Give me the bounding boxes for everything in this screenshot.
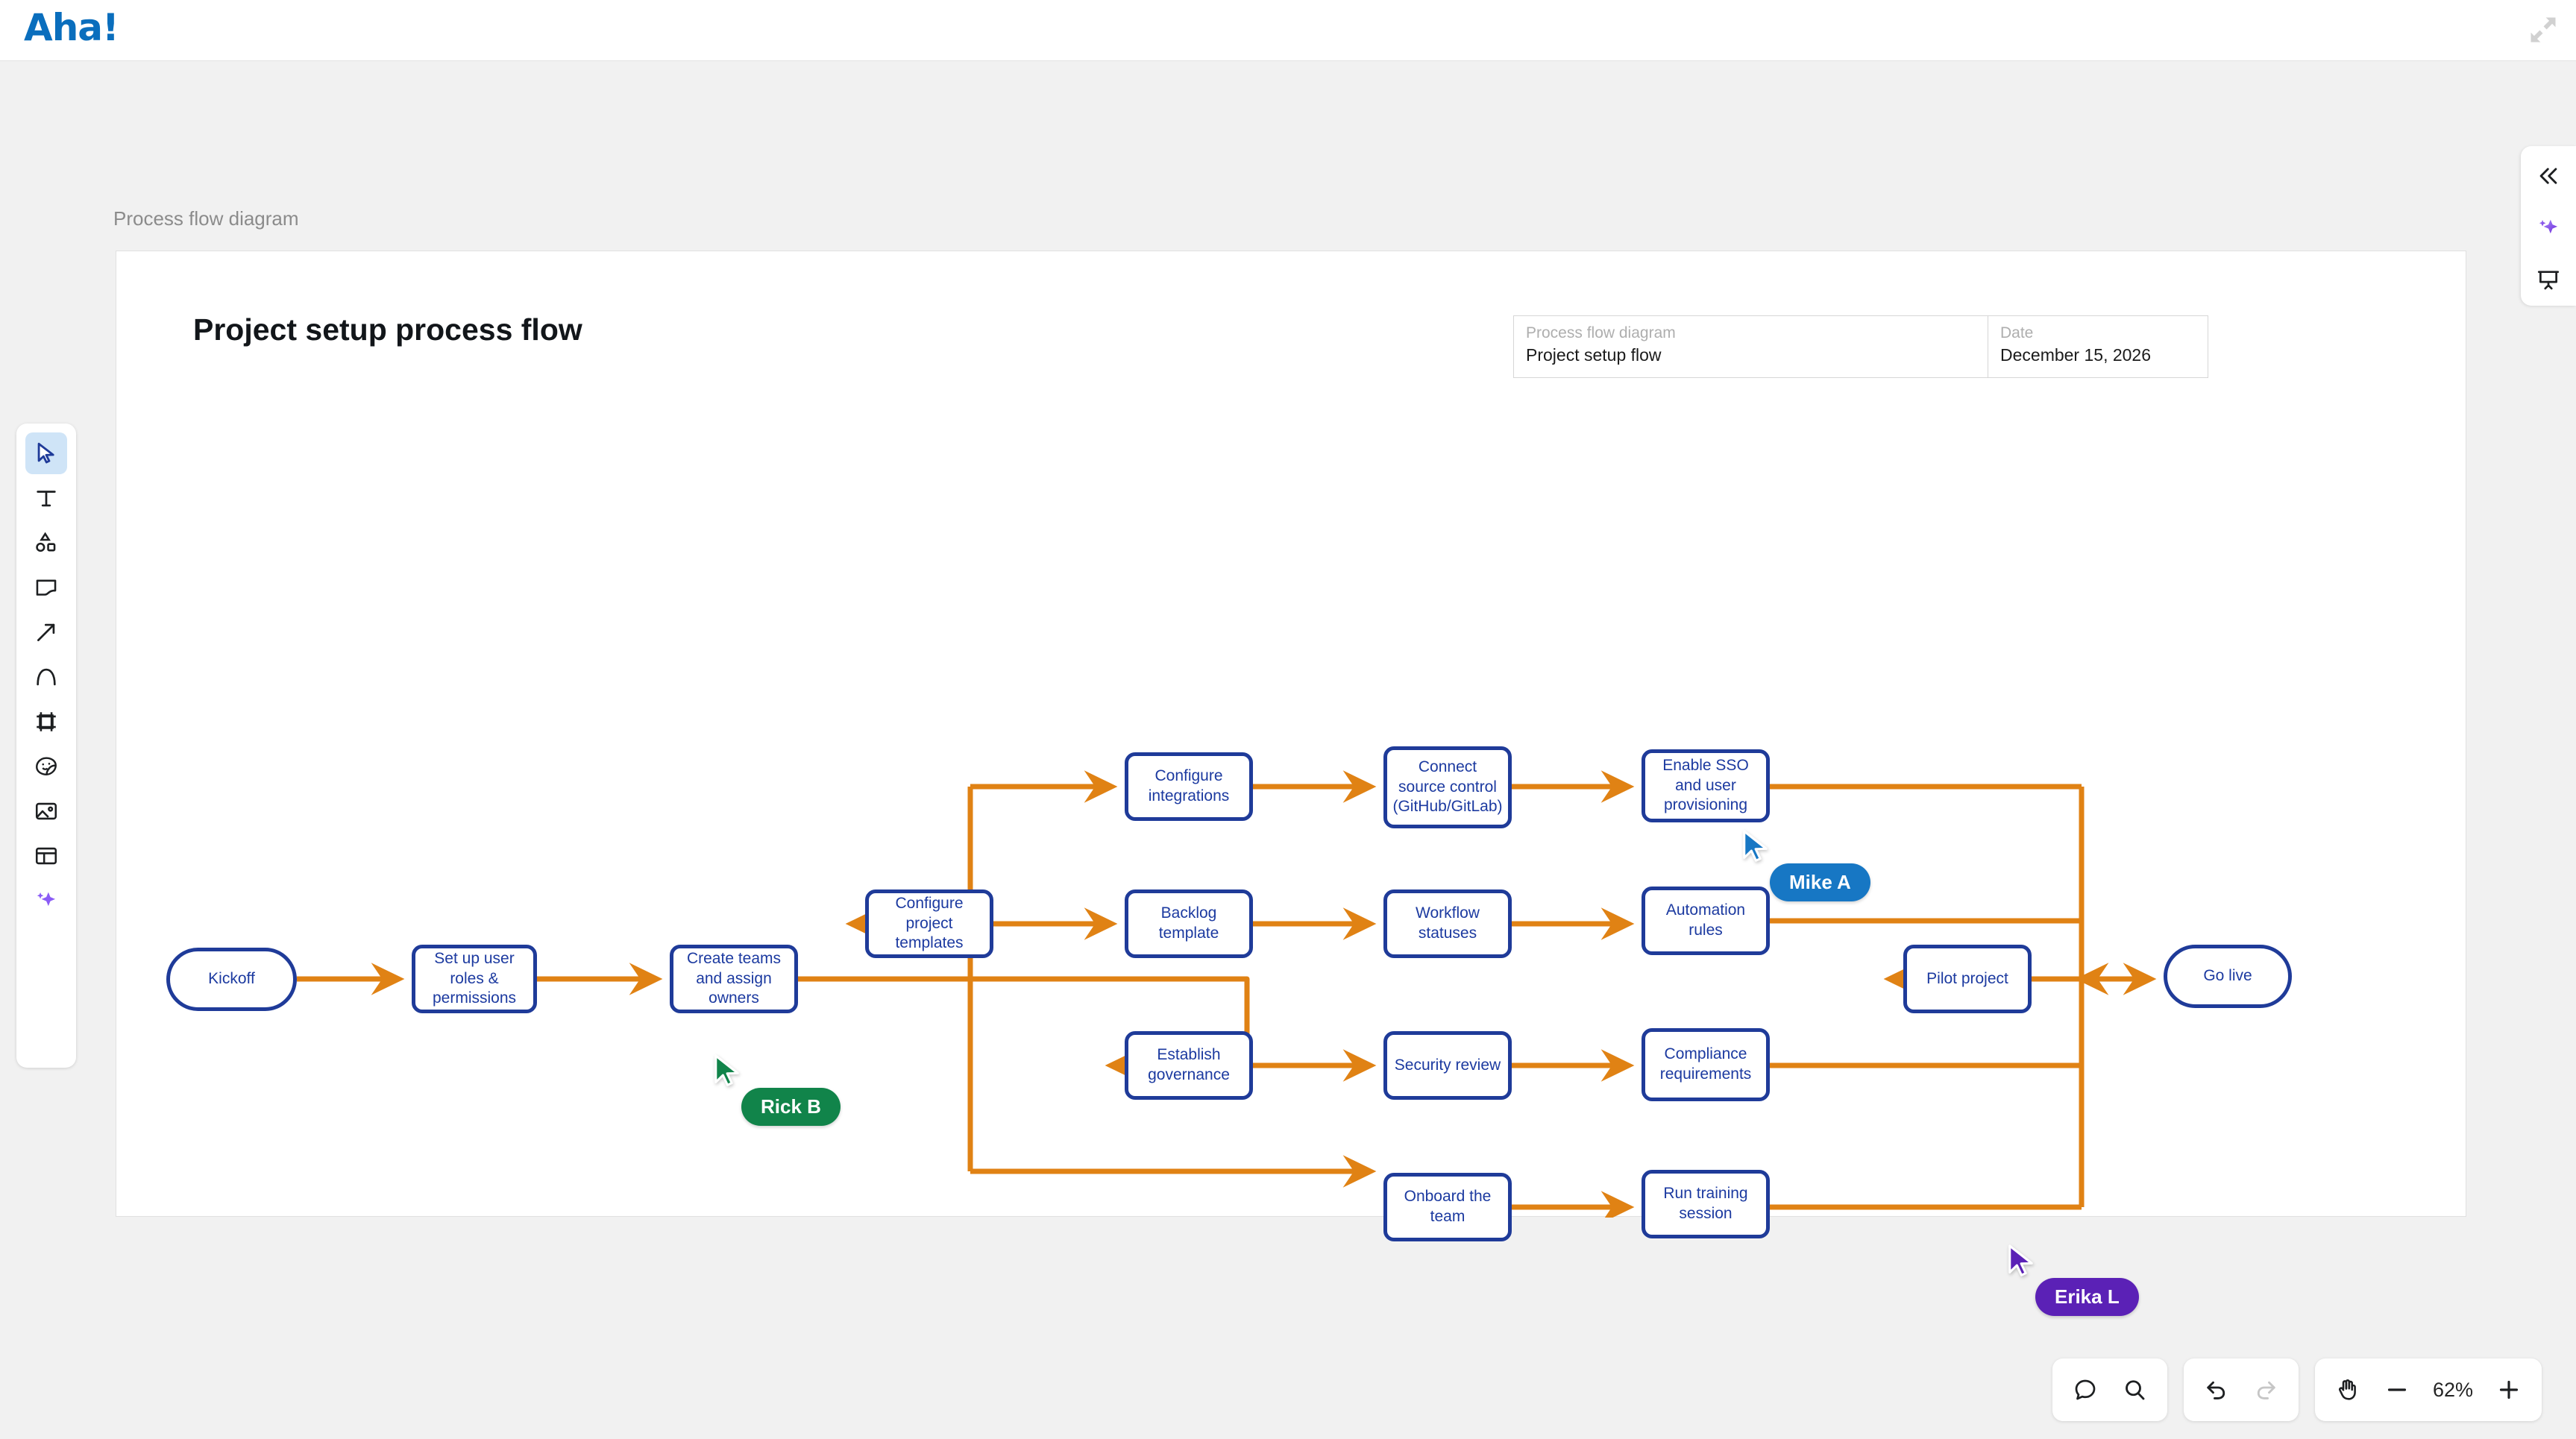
text-tool[interactable]: [25, 477, 67, 519]
node-run-training-session[interactable]: Run training session: [1642, 1170, 1770, 1238]
node-user-roles[interactable]: Set up user roles & permissions: [412, 945, 537, 1013]
node-onboard-the-team[interactable]: Onboard the team: [1383, 1173, 1512, 1241]
node-kickoff[interactable]: Kickoff: [166, 948, 297, 1011]
sticky-note-tool[interactable]: [25, 567, 67, 608]
ai-sparkle-icon[interactable]: [2531, 210, 2566, 246]
redo-arrow-icon[interactable]: [2243, 1367, 2288, 1412]
comment-bubble-icon[interactable]: [2063, 1367, 2108, 1412]
emoji-sticker-tool[interactable]: [25, 746, 67, 787]
zoom-in-button[interactable]: [2487, 1367, 2531, 1412]
zoom-out-button[interactable]: [2375, 1367, 2419, 1412]
app-header: Aha!: [0, 0, 2576, 61]
ai-sparkle-tool[interactable]: [25, 880, 67, 922]
node-backlog-template[interactable]: Backlog template: [1125, 889, 1253, 958]
node-workflow-statuses[interactable]: Workflow statuses: [1383, 889, 1512, 958]
presentation-icon[interactable]: [2531, 262, 2566, 298]
hand-pan-icon[interactable]: [2325, 1367, 2370, 1412]
cursor-label: Erika L: [2035, 1278, 2139, 1316]
node-establish-governance[interactable]: Establish governance: [1125, 1031, 1253, 1100]
curve-draw-tool[interactable]: [25, 656, 67, 698]
left-toolbar: [16, 423, 76, 1068]
process-flow-diagram: Kickoff Set up user roles & permissions …: [116, 251, 2467, 1316]
page-title: Project setup process flow: [193, 312, 582, 347]
search-icon[interactable]: [2112, 1367, 2157, 1412]
node-compliance-requirements[interactable]: Compliance requirements: [1642, 1028, 1770, 1101]
info-label: Date: [2000, 324, 2034, 341]
right-toolbar: [2521, 146, 2576, 306]
image-tool[interactable]: [25, 790, 67, 832]
connector-layer: [297, 770, 2157, 1218]
bottom-toolbar: 62%: [2052, 1358, 2542, 1421]
collapse-arrows-icon[interactable]: [2527, 13, 2560, 46]
node-create-teams[interactable]: Create teams and assign owners: [670, 945, 798, 1013]
arrow-tool[interactable]: [25, 611, 67, 653]
info-cell-date[interactable]: Date December 15, 2026: [1988, 316, 2208, 377]
shapes-tool[interactable]: [25, 522, 67, 564]
zoom-group: 62%: [2315, 1358, 2542, 1421]
select-tool[interactable]: [25, 432, 67, 474]
undo-arrow-icon[interactable]: [2194, 1367, 2239, 1412]
zoom-level-label[interactable]: 62%: [2432, 1378, 2474, 1401]
info-cell-diagram[interactable]: Process flow diagram Project setup flow: [1514, 316, 1988, 377]
cursor-arrow-icon: [714, 1054, 739, 1086]
node-go-live[interactable]: Go live: [2164, 945, 2292, 1008]
node-configure-project-templates[interactable]: Configure project templates: [865, 889, 993, 958]
node-automation-rules[interactable]: Automation rules: [1642, 887, 1770, 955]
chevrons-left-icon[interactable]: [2531, 158, 2566, 194]
undo-redo-group: [2184, 1358, 2299, 1421]
node-security-review[interactable]: Security review: [1383, 1031, 1512, 1100]
cursor-label: Rick B: [741, 1088, 841, 1126]
comment-search-group: [2052, 1358, 2167, 1421]
cursor-label: Mike A: [1770, 863, 1870, 901]
info-value: Project setup flow: [1526, 345, 1662, 365]
info-value: December 15, 2026: [2000, 345, 2152, 365]
node-enable-sso[interactable]: Enable SSO and user provisioning: [1642, 749, 1770, 822]
info-label: Process flow diagram: [1526, 324, 1676, 341]
cursor-arrow-icon: [1743, 830, 1768, 862]
cursor-arrow-icon: [2008, 1244, 2033, 1276]
breadcrumb[interactable]: Process flow diagram: [113, 207, 299, 230]
info-table: Process flow diagram Project setup flow …: [1513, 315, 2208, 378]
node-configure-integrations[interactable]: Configure integrations: [1125, 752, 1253, 821]
layout-template-tool[interactable]: [25, 835, 67, 877]
node-pilot-project[interactable]: Pilot project: [1903, 945, 2032, 1013]
frame-tool[interactable]: [25, 701, 67, 743]
aha-logo[interactable]: Aha!: [24, 6, 119, 49]
canvas-page: Project setup process flow Process flow …: [116, 251, 2467, 1316]
node-connect-source-control[interactable]: Connect source control (GitHub/GitLab): [1383, 746, 1512, 828]
